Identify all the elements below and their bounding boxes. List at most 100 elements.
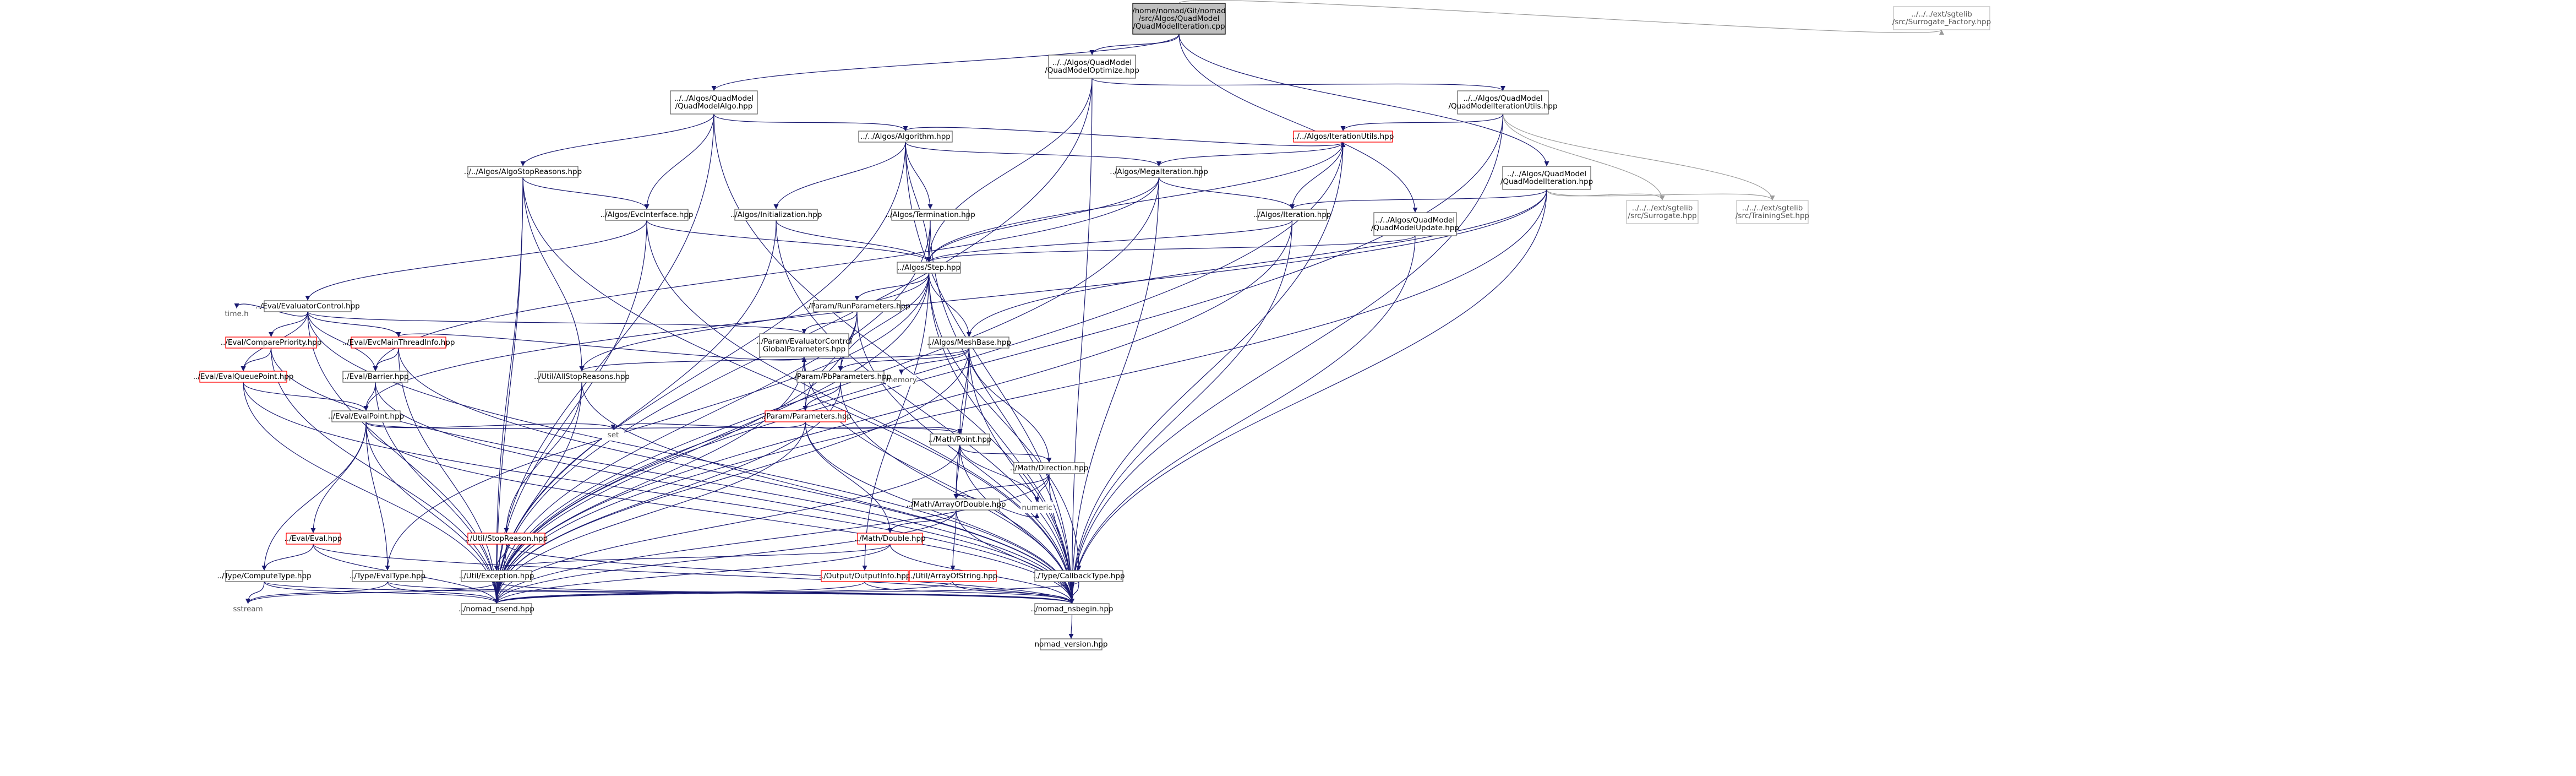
node-algorithm[interactable]: ../../Algos/Algorithm.hpp [858,131,953,143]
node-label-nomadversion-line-0: nomad_version.hpp [1035,640,1108,649]
edge-qmupdate-to-nomadnsbegin [1069,235,1416,604]
node-sgttrainingset[interactable]: ../../../ext/sgtelib/src/TrainingSet.hpp [1735,200,1809,224]
node-point[interactable]: ../Math/Point.hpp [929,433,992,446]
edge-evaltype-to-sstream [245,581,388,604]
edge-pbparameters-to-parameters [803,382,841,411]
node-box-exception [461,570,532,582]
edge-outputinfo-to-nomadnsbegin [864,581,1074,604]
node-computetype[interactable]: ../Type/ComputeType.hpp [217,570,312,582]
node-evcinterface[interactable]: ../Algos/EvcInterface.hpp [601,209,694,221]
node-set: set [602,430,624,441]
node-qmalgo[interactable]: ../../Algos/QuadModel/QuadModelAlgo.hpp [670,90,758,115]
edge-evalpoint-to-computetype [261,421,367,571]
node-box-step [897,262,961,274]
edge-double-to-exception [494,544,891,571]
node-step[interactable]: ../Algos/Step.hpp [897,262,961,274]
node-evaluatorcontrol[interactable]: ../Eval/EvaluatorControl.hpp [255,300,360,312]
node-evalqueuepoint[interactable]: ../Eval/EvalQueuePoint.hpp [193,371,294,383]
node-callbacktype[interactable]: ../Type/CallbackType.hpp [1033,570,1125,582]
edge-point-to-direction [959,444,1052,463]
node-compareprio[interactable]: ../Eval/ComparePriority.hpp [221,337,322,349]
node-box-numeric [1020,502,1054,513]
edge-algostopreasons-to-nomadnsbegin [522,177,1074,604]
edge-evalqueuepoint-to-nomadnsend [243,382,499,604]
node-box-pbparameters [796,371,885,383]
node-stopreason[interactable]: ../Util/StopReason.hpp [465,533,548,545]
edge-runparameters-to-nomadnsend [494,311,858,604]
node-sstream: sstream [230,604,266,615]
node-nomadversion[interactable]: nomad_version.hpp [1035,638,1108,650]
node-qmoptimize[interactable]: ../../Algos/QuadModel/QuadModelOptimize.… [1045,55,1139,79]
node-sgtsurrogate[interactable]: ../../../ext/sgtelib/src/Surrogate.hpp [1626,200,1699,224]
node-label-memory-line-0: memory [886,376,916,384]
node-evalpoint[interactable]: ../Eval/EvalPoint.hpp [328,410,404,422]
node-arrayofstring[interactable]: ../Util/ArrayOfString.hpp [908,570,997,582]
edge-iteration-to-step [926,220,1293,263]
edge-meshbase-to-allstopreasons [579,348,970,372]
node-parameters[interactable]: ../Param/Parameters.hpp [759,410,852,422]
node-box-qmoptimize [1048,55,1136,79]
edge-megaiteration-to-nomadnsend [494,177,1160,604]
node-barrier[interactable]: ../Eval/Barrier.hpp [342,371,409,383]
edge-initialization-to-step [776,220,931,263]
node-evcmainthread[interactable]: ../Eval/EvcMainThreadInfo.hpp [342,337,455,349]
node-label-qmiterutils-line-1: /QuadModelIterationUtils.hpp [1448,102,1557,111]
node-allstopreasons[interactable]: ../Util/AllStopReasons.hpp [534,371,630,383]
node-exception[interactable]: ../Util/Exception.hpp [459,570,534,582]
edge-algostopreasons-to-nomadnsend [494,177,523,604]
edge-evalpoint-to-set [365,421,616,430]
node-box-direction [1013,462,1085,474]
node-algostopreasons[interactable]: ../../Algos/AlgoStopReasons.hpp [464,166,582,178]
node-label-evcinterface-line-0: ../Algos/EvcInterface.hpp [601,210,694,219]
node-box-outputinfo [821,570,909,582]
node-box-qmalgo [670,90,758,115]
edge-runparameters-to-evalctrlglobal [801,311,858,334]
edge-barrier-to-evalpoint [363,382,376,411]
node-label-stopreason-line-0: ../Util/StopReason.hpp [465,534,548,543]
node-label-algostopreasons-line-0: ../../Algos/AlgoStopReasons.hpp [464,167,582,176]
node-eval[interactable]: ../Eval/Eval.hpp [285,533,342,545]
edge-iterationutils-to-iteration [1290,142,1344,210]
node-initialization[interactable]: ../Algos/Initialization.hpp [730,209,822,221]
edge-arrayofstring-to-nomadnsend [494,581,953,604]
node-box-callbacktype [1034,570,1123,582]
edge-arrayofdouble-to-double [887,509,957,534]
node-iterationutils[interactable]: ../../Algos/IterationUtils.hpp [1292,131,1394,143]
node-box-barrier [342,371,408,383]
node-label-root-line-2: /QuadModelIteration.cpp [1133,22,1225,31]
node-double[interactable]: ../Math/Double.hpp [854,533,926,545]
node-evaltype[interactable]: ../Type/EvalType.hpp [350,570,425,582]
node-timeh: time.h [223,308,250,319]
node-label-qmiterutils-line-0: ../../Algos/QuadModel [1463,94,1542,103]
node-direction[interactable]: ../Math/Direction.hpp [1010,462,1088,474]
node-nomadnsend[interactable]: ../nomad_nsend.hpp [459,603,534,615]
node-box-nomadnsbegin [1034,603,1110,615]
node-megaiteration[interactable]: ../Algos/MegaIteration.hpp [1110,166,1208,178]
node-pbparameters[interactable]: ../Param/PbParameters.hpp [790,371,891,383]
node-outputinfo[interactable]: ../Output/OutputInfo.hpp [819,570,911,582]
edge-evaluatorcontrol-to-nomadnsend [307,311,499,604]
node-iteration[interactable]: ../Algos/Iteration.hpp [1253,209,1331,221]
node-arrayofdouble[interactable]: ../Math/ArrayOfDouble.hpp [906,498,1006,511]
node-nomadnsbegin[interactable]: ../nomad_nsbegin.hpp [1030,603,1114,615]
edge-parameters-to-double [805,421,893,534]
edge-step-to-meshbase [928,273,972,338]
node-qmupdate[interactable]: ../../Algos/QuadModel/QuadModelUpdate.hp… [1371,212,1459,236]
node-box-evalpoint [331,410,401,422]
edge-iterationutils-to-nomadnsend [494,142,1344,604]
node-label-sgtsurrogate-line-0: ../../../ext/sgtelib [1632,204,1693,213]
node-box-sgtfactory [1893,6,1990,30]
dependency-nodes: /home/nomad/Git/nomad/src/Algos/QuadMode… [193,3,1991,650]
node-qmiteration[interactable]: ../../Algos/QuadModel/QuadModelIteration… [1500,166,1593,190]
node-meshbase[interactable]: ../Algos/MeshBase.hpp [927,337,1011,349]
edge-compareprio-to-nomadnsend [270,348,499,604]
node-root[interactable]: /home/nomad/Git/nomad/src/Algos/QuadMode… [1132,3,1226,35]
node-label-allstopreasons-line-0: ../Util/AllStopReasons.hpp [534,372,630,381]
node-qmiterutils[interactable]: ../../Algos/QuadModel/QuadModelIteration… [1448,90,1558,115]
node-sgtfactory[interactable]: ../../../ext/sgtelib/src/Surrogate_Facto… [1892,6,1991,30]
edge-evcmainthread-to-nomadnsbegin [398,348,1074,604]
node-runparameters[interactable]: ../Param/RunParameters.hpp [804,300,910,312]
node-evalctrlglobal[interactable]: ../Param/EvaluatorControlGlobalParameter… [756,333,852,357]
edge-algorithm-to-iterationutils [905,127,1346,148]
node-termination[interactable]: ../Algos/Termination.hpp [885,209,975,221]
